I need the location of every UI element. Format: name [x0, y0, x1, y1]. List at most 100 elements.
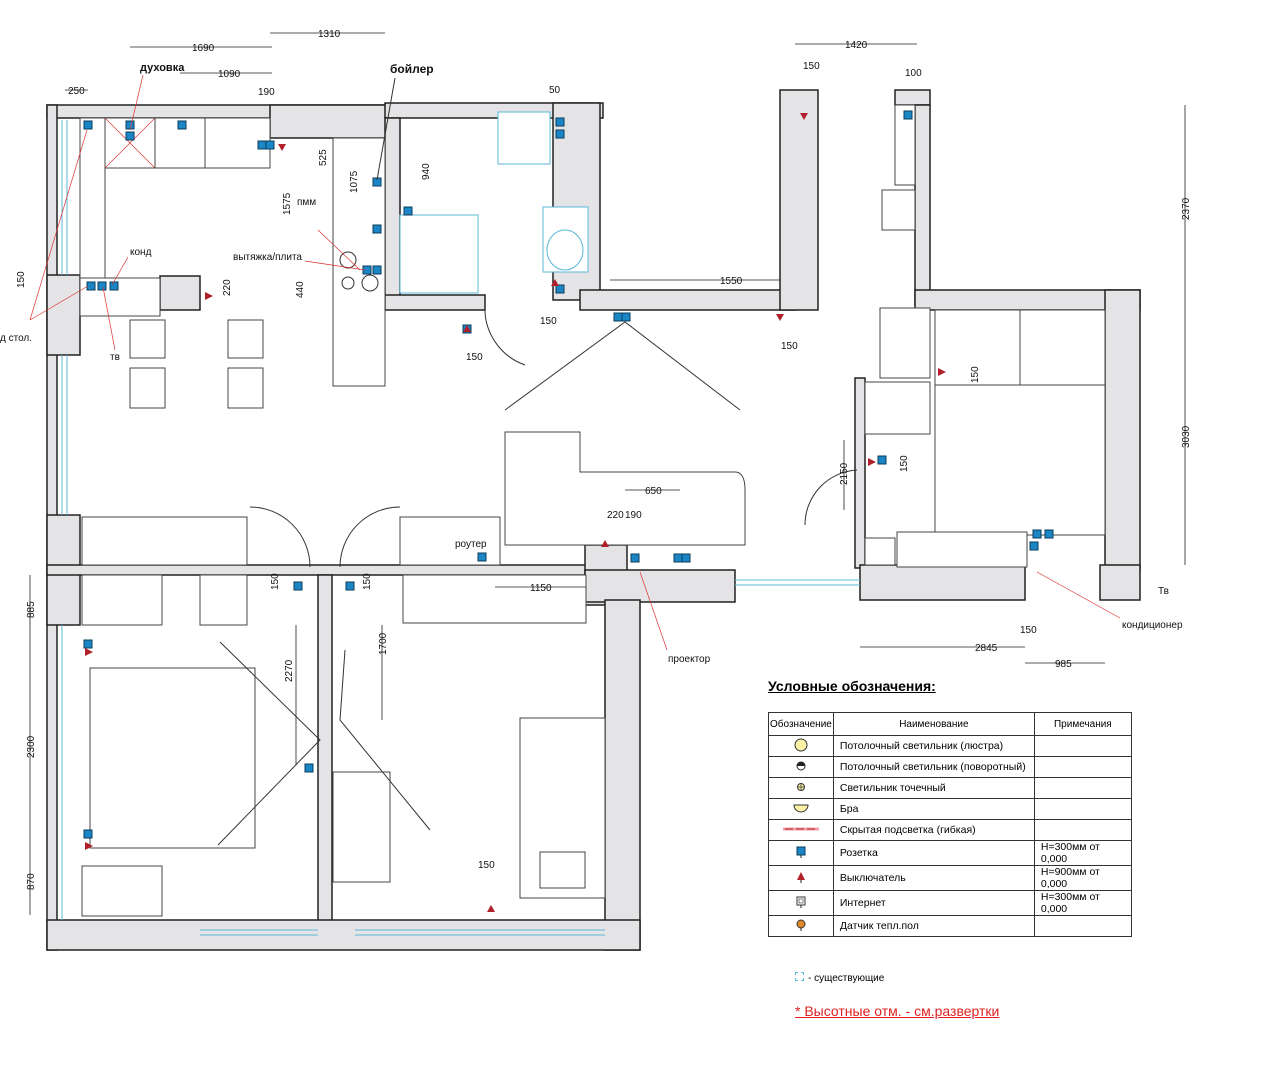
legend-name: Скрытая подсветка (гибкая) [832, 819, 1035, 841]
legend-note [1033, 915, 1132, 937]
legend-note: H=300мм от 0,000 [1033, 840, 1132, 866]
dim-440: 440 [295, 281, 306, 298]
dim-150j: 150 [970, 366, 981, 383]
legend-name: Потолочный светильник (поворотный) [832, 756, 1035, 778]
dim-100: 100 [905, 68, 922, 79]
dim-50: 50 [549, 85, 561, 96]
existing-label: - существующие [808, 973, 885, 984]
dim-220a: 220 [222, 279, 233, 296]
existing-note: - существующие [795, 972, 884, 984]
label-dishwasher: пмм [297, 197, 316, 208]
label-router: роутер [455, 539, 487, 550]
label-hood: вытяжка/плита [233, 252, 302, 263]
dim-870: 870 [26, 873, 37, 890]
dim-150k: 150 [478, 860, 495, 871]
dim-1075: 1075 [349, 170, 360, 193]
dim-2150: 2150 [839, 462, 850, 485]
dim-1700: 1700 [378, 632, 389, 655]
legend-table: Обозначение Наименование Примечания Пото… [768, 712, 1132, 937]
dim-2370: 2370 [1181, 197, 1192, 220]
furniture [79, 104, 1106, 917]
dim-2300: 2300 [26, 735, 37, 758]
label-cond: конд [130, 247, 152, 258]
legend-row: Датчик тепл.пол [768, 915, 1132, 937]
legend-name: Потолочный светильник (люстра) [832, 735, 1035, 757]
height-marks-note: * Высотные отм. - см.развертки [795, 1003, 1000, 1019]
legend-header-note: Примечания [1033, 712, 1132, 736]
spot-light-icon [796, 782, 805, 791]
dim-1575: 1575 [282, 192, 293, 215]
dim-2845: 2845 [975, 643, 998, 654]
legend-note [1033, 798, 1132, 820]
dim-2270: 2270 [284, 659, 295, 682]
socket-icon [796, 846, 806, 858]
dim-150b: 150 [16, 271, 27, 288]
dim-1310: 1310 [318, 29, 341, 40]
dim-985: 985 [1055, 659, 1072, 670]
legend-note [1033, 777, 1132, 799]
rotary-light-icon [796, 761, 806, 770]
legend-header-symbol: Обозначение [768, 712, 834, 736]
legend-note: H=300мм от 0,000 [1033, 890, 1132, 916]
internet-icon [796, 896, 806, 908]
legend-note [1033, 756, 1132, 778]
legend-note [1033, 735, 1132, 757]
dim-150f: 150 [899, 455, 910, 472]
sconce-icon [793, 804, 809, 812]
label-oven: духовка [140, 62, 185, 74]
legend-title: Условные обозначения: [768, 678, 936, 694]
legend-name: Светильник точечный [832, 777, 1035, 799]
dim-150h: 150 [270, 573, 281, 590]
label-tv: тв [110, 352, 120, 363]
dim-150d: 150 [466, 352, 483, 363]
dim-1420: 1420 [845, 40, 868, 51]
legend-name: Розетка [832, 840, 1035, 866]
label-under-table: д стол. [0, 333, 32, 344]
windows [61, 120, 860, 936]
dim-150c: 150 [540, 316, 557, 327]
dimension-lines [29, 32, 1186, 915]
dim-1090: 1090 [218, 69, 241, 80]
label-projector: проектор [668, 654, 711, 665]
dim-525: 525 [318, 149, 329, 166]
label-boiler: бойлер [390, 62, 434, 76]
dim-190: 190 [258, 87, 275, 98]
legend-name: Датчик тепл.пол [832, 915, 1035, 937]
existing-socket-icon [795, 972, 804, 981]
legend-name: Бра [832, 798, 1035, 820]
legend-row: Потолочный светильник (люстра) [768, 735, 1132, 757]
chandelier-icon [794, 738, 808, 751]
legend-note: H=900мм от 0,000 [1033, 865, 1132, 891]
dim-150g: 150 [1020, 625, 1037, 636]
legend-row: Бра [768, 798, 1132, 820]
label-conditioner: кондиционер [1122, 620, 1183, 631]
legend-row: Скрытая подсветка (гибкая) [768, 819, 1132, 841]
dim-3030: 3030 [1181, 425, 1192, 448]
dim-1690: 1690 [192, 43, 215, 54]
dim-150i: 150 [362, 573, 373, 590]
dim-150e: 150 [781, 341, 798, 352]
legend-header-name: Наименование [832, 712, 1035, 736]
leader-lines [29, 74, 1121, 651]
label-tv-right: Тв [1158, 586, 1169, 597]
dimension-texts: 1690 1310 1090 250 190 50 1420 150 100 5… [16, 29, 1192, 890]
legend-row: Светильник точечный [768, 777, 1132, 799]
dim-220b: 220 [607, 510, 624, 521]
sockets [83, 110, 1054, 839]
dim-1550: 1550 [720, 276, 743, 287]
legend-note [1033, 819, 1132, 841]
floor-sensor-icon [796, 919, 806, 931]
dim-190b: 190 [625, 510, 642, 521]
dim-650: 650 [645, 486, 662, 497]
dim-940: 940 [421, 163, 432, 180]
legend-row: Потолочный светильник (поворотный) [768, 756, 1132, 778]
dim-885: 885 [26, 601, 37, 618]
switch-icon [796, 871, 805, 883]
dim-250: 250 [68, 86, 85, 97]
legend-name: Выключатель [832, 865, 1035, 891]
legend-name: Интернет [832, 890, 1035, 916]
